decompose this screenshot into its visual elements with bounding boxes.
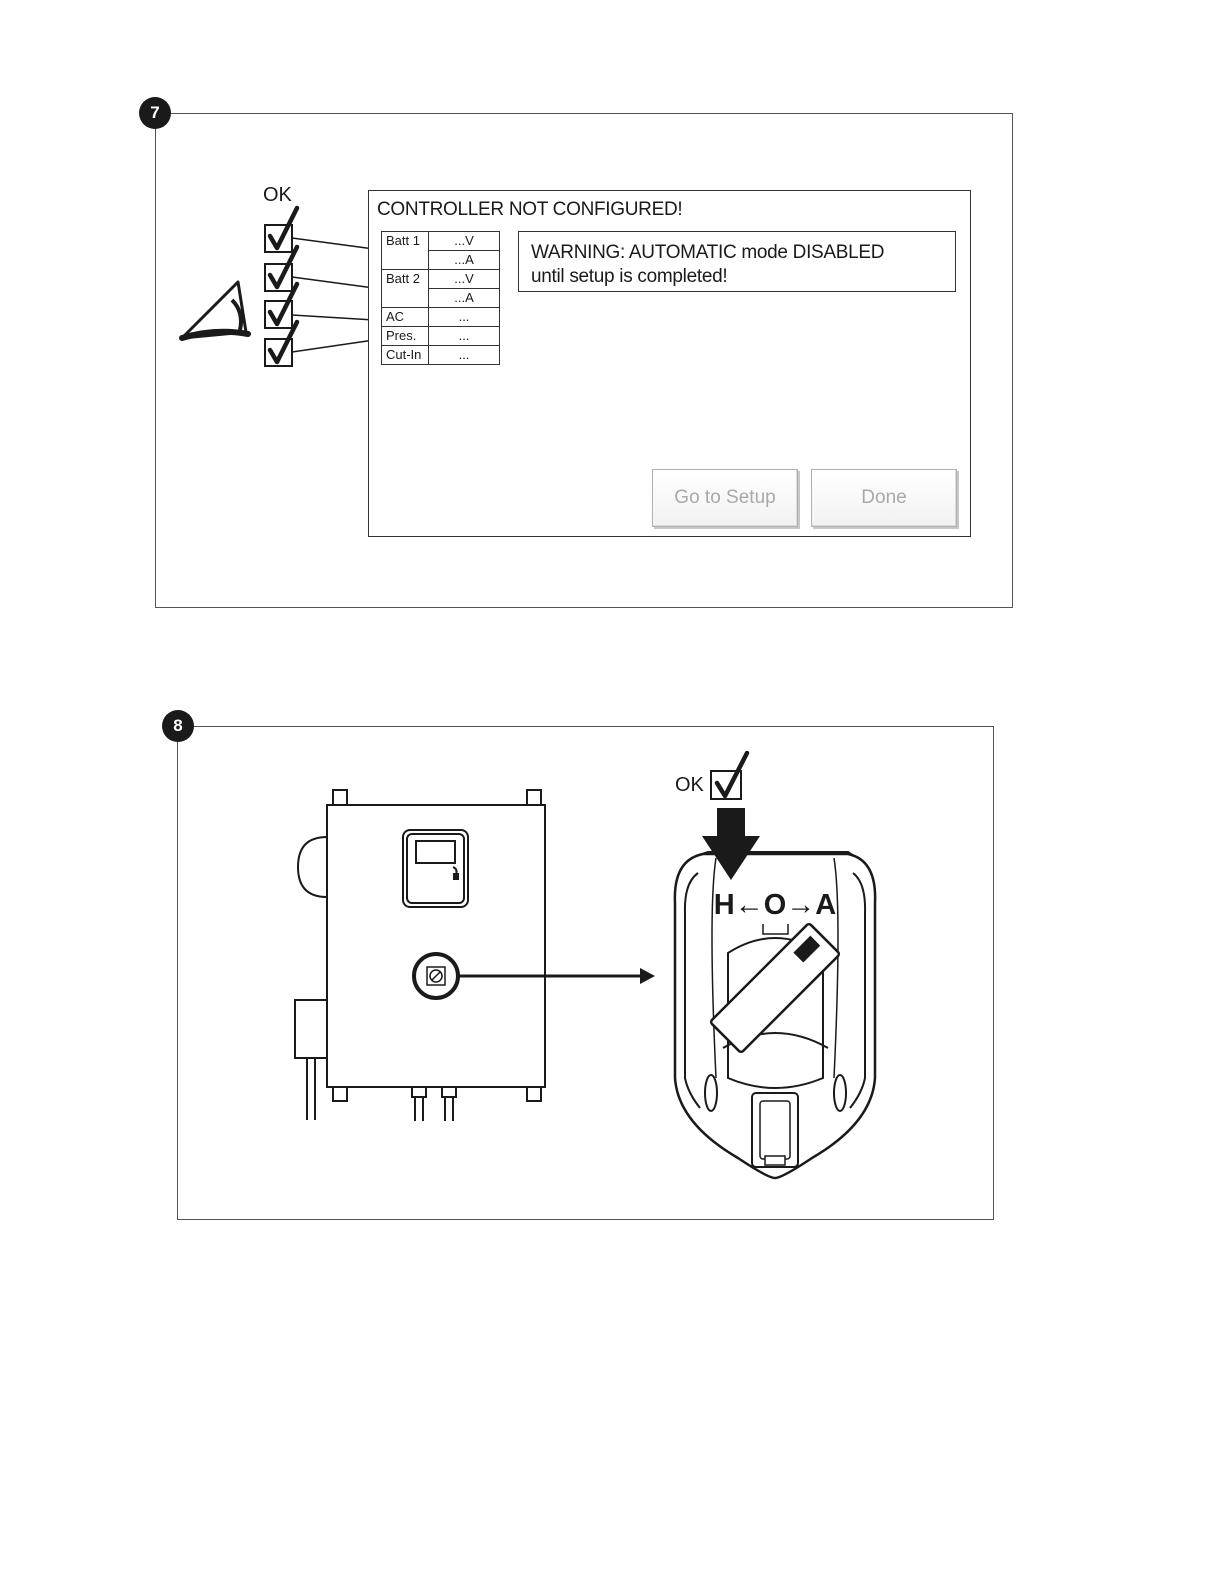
step-8-badge: 8 (162, 710, 194, 742)
status-table: Batt 1 ...V ...A Batt 2 ...V ...A AC ...… (381, 231, 500, 365)
table-row: Pres. ... (382, 327, 500, 346)
row-value: ...A (429, 289, 500, 308)
table-row: Batt 2 ...V (382, 270, 500, 289)
warning-line-1: WARNING: AUTOMATIC mode DISABLED (531, 241, 943, 265)
table-row: Cut-In ... (382, 346, 500, 365)
table-row: AC ... (382, 308, 500, 327)
eye-icon (182, 282, 248, 338)
row-label: Batt 1 (382, 232, 429, 270)
controller-cabinet-illustration (290, 785, 670, 1130)
row-label: AC (382, 308, 429, 327)
warning-line-2: until setup is completed! (531, 265, 943, 289)
row-label: Cut-In (382, 346, 429, 365)
row-value: ...A (429, 251, 500, 270)
screen-title: CONTROLLER NOT CONFIGURED! (377, 199, 682, 221)
row-value: ...V (429, 232, 500, 251)
row-value: ... (429, 308, 500, 327)
hoa-switch-icon (414, 954, 458, 998)
done-button[interactable]: Done (811, 469, 957, 527)
go-to-setup-button[interactable]: Go to Setup (652, 469, 798, 527)
row-label: Batt 2 (382, 270, 429, 308)
warning-box: WARNING: AUTOMATIC mode DISABLED until s… (518, 231, 956, 292)
ok-label: OK (263, 184, 292, 207)
connector-lines (292, 238, 374, 352)
inspection-illustration (170, 200, 390, 380)
row-value: ... (429, 346, 500, 365)
table-row: Batt 1 ...V (382, 232, 500, 251)
step-7-badge: 7 (139, 97, 171, 129)
ok-label: OK (675, 774, 704, 797)
row-label: Pres. (382, 327, 429, 346)
row-value: ... (429, 327, 500, 346)
row-value: ...V (429, 270, 500, 289)
hoa-switch-detail: H←O→A (668, 748, 883, 1188)
hoa-label: H←O→A (714, 889, 837, 921)
controller-screen: CONTROLLER NOT CONFIGURED! Batt 1 ...V .… (368, 190, 971, 537)
